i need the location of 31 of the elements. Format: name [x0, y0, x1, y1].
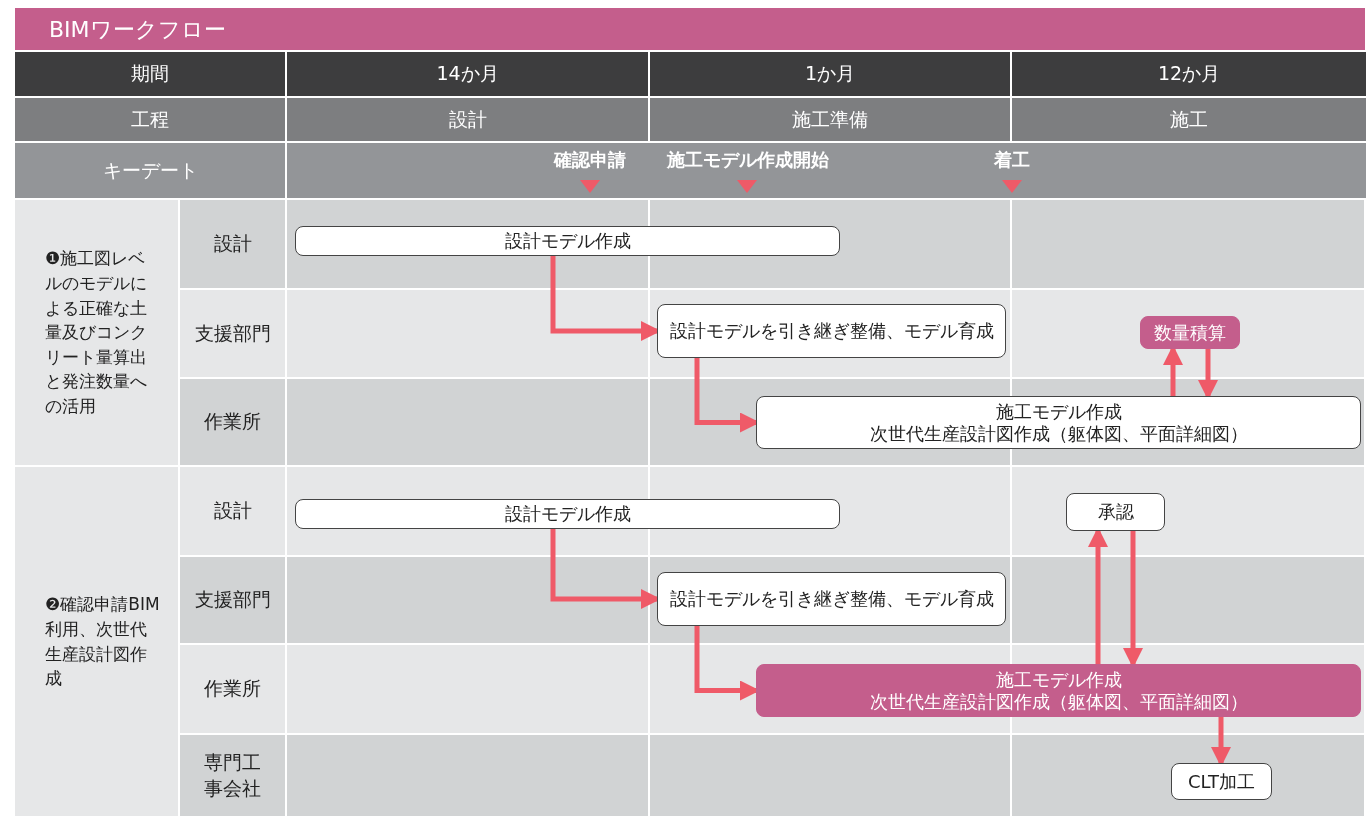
title-bar: BIMワークフロー [15, 8, 1365, 50]
lane-label: 支援部門 [180, 290, 285, 377]
lane-label: 作業所 [180, 379, 285, 465]
highlighted-process-box: 数量積算 [1140, 316, 1240, 349]
group-label: ❷確認申請BIM利用、次世代生産設計図作成 [15, 467, 178, 816]
lane-label: 支援部門 [180, 557, 285, 643]
table-header-cell: 12か月 [1012, 52, 1366, 96]
key-date-label: 着工 [993, 148, 1031, 172]
table-header-cell: キーデート [15, 143, 285, 198]
process-box: 承認 [1066, 493, 1165, 531]
lane-label: 設計 [180, 200, 285, 288]
table-header-cell: 工程 [15, 98, 285, 141]
key-date-label: 施工モデル作成開始 [666, 148, 830, 172]
lane-label: 作業所 [180, 645, 285, 733]
process-box: 設計モデル作成 [295, 499, 840, 529]
table-header-cell: 14か月 [287, 52, 648, 96]
lane-label: 専門工事会社 [180, 735, 285, 816]
table-header-cell: 設計 [287, 98, 648, 141]
process-box: 設計モデルを引き継ぎ整備、モデル育成 [657, 304, 1006, 358]
table-header-cell: 1か月 [650, 52, 1010, 96]
process-box: 施工モデル作成 次世代生産設計図作成（躯体図、平面詳細図） [756, 396, 1361, 449]
lane-label: 設計 [180, 467, 285, 555]
highlighted-process-box: 施工モデル作成 次世代生産設計図作成（躯体図、平面詳細図） [756, 664, 1361, 717]
table-header-cell: 施工準備 [650, 98, 1010, 141]
process-box: 設計モデル作成 [295, 226, 840, 256]
table-header-cell: 期間 [15, 52, 285, 96]
table-header-cell: 施工 [1012, 98, 1366, 141]
process-box: CLT加工 [1171, 763, 1272, 800]
key-date-label: 確認申請 [552, 148, 627, 172]
process-box: 設計モデルを引き継ぎ整備、モデル育成 [657, 572, 1006, 626]
group-label: ❶施工図レベルのモデルによる正確な土量及びコンクリート量算出と発注数量への活用 [15, 200, 178, 465]
